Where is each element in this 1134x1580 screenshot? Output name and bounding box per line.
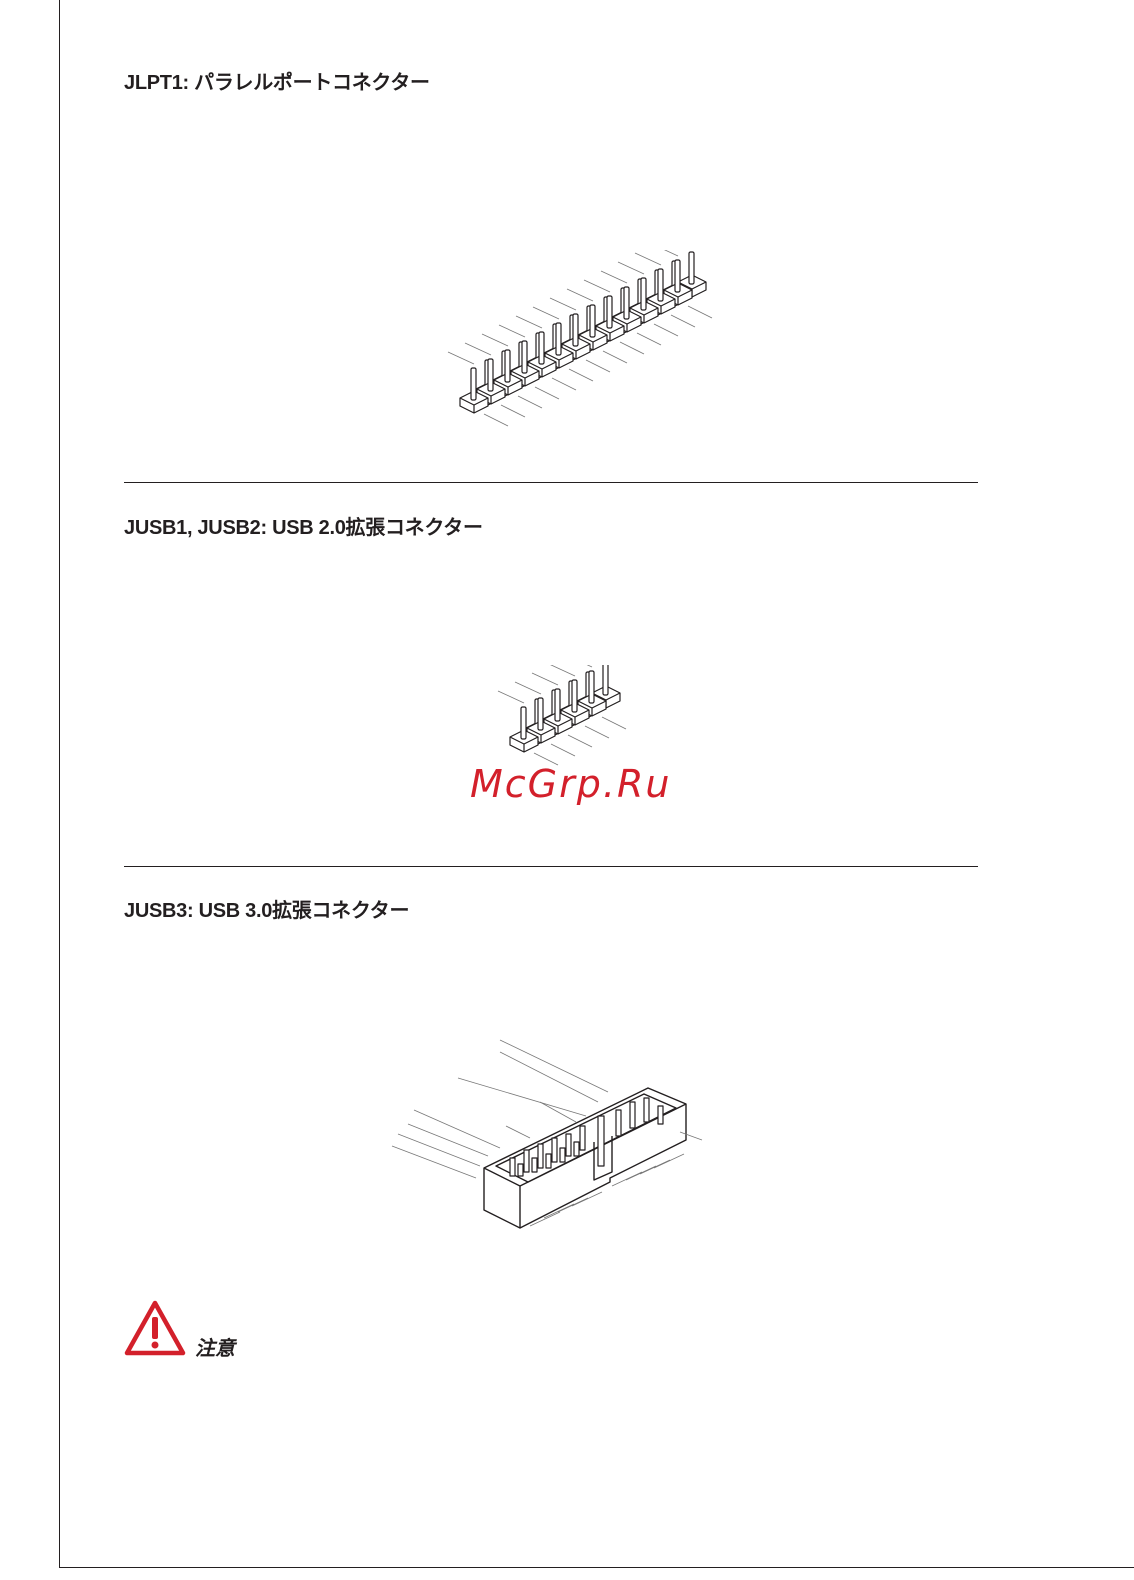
section-heading-jusb1-jusb2: JUSB1, JUSB2: USB 2.0拡張コネクター <box>124 511 483 540</box>
parallel-port-connector-diagram <box>420 250 720 430</box>
warning-triangle-icon <box>124 1300 186 1358</box>
usb2-connector-diagram <box>480 665 630 775</box>
section-divider <box>124 866 978 867</box>
usb3-connector-diagram <box>380 1030 720 1270</box>
section-heading-jlpt1: JLPT1: パラレルポートコネクター <box>124 66 430 95</box>
caution-label: 注意 <box>195 1332 235 1361</box>
watermark: McGrp.Ru <box>470 762 671 806</box>
section-heading-jusb3: JUSB3: USB 3.0拡張コネクター <box>124 894 409 923</box>
section-divider <box>124 482 978 483</box>
